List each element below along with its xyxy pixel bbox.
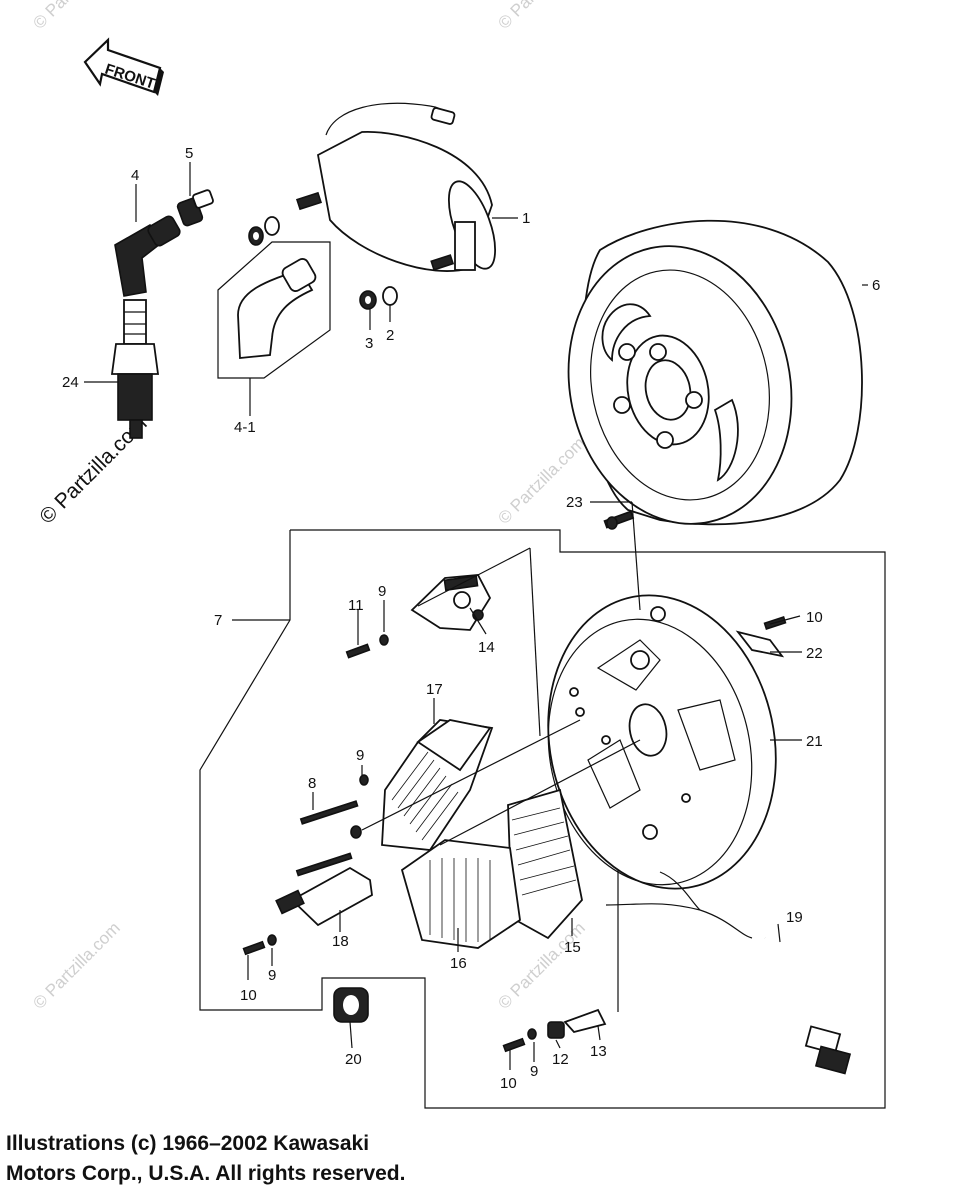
callout-17: 17: [426, 681, 443, 698]
spark-plug-cap: [114, 215, 181, 297]
leader-lines: [84, 162, 868, 1070]
callout-24: 24: [62, 374, 79, 391]
callout-9-lower-left: 9: [268, 967, 276, 984]
condenser: [275, 866, 373, 927]
callout-8: 8: [308, 775, 316, 792]
callout-5: 5: [185, 145, 193, 162]
callout-18: 18: [332, 933, 349, 950]
lighting-coil: [400, 839, 521, 949]
callout-21: 21: [806, 733, 823, 750]
callout-9-lower-right: 9: [530, 1063, 538, 1080]
copyright-line-1: Illustrations (c) 1966–2002 Kawasaki: [6, 1132, 370, 1155]
callout-15: 15: [564, 939, 581, 956]
spring-and-clamp: [547, 1008, 607, 1039]
plug-cap-boot-kit: [217, 241, 331, 379]
callout-13: 13: [590, 1043, 607, 1060]
wiring-harness: [605, 871, 852, 1075]
callout-9-upper: 9: [378, 583, 386, 600]
lead-bracket: [735, 616, 787, 658]
contact-breaker-point: [410, 574, 492, 631]
copyright-line-2: Motors Corp., U.S.A. All rights reserved…: [6, 1162, 406, 1185]
watermark-bottom-left: © Partzilla.com: [29, 918, 123, 1012]
coil-washers: [248, 216, 398, 310]
callout-19: 19: [786, 909, 803, 926]
front-direction-arrow: FRONT: [83, 37, 164, 96]
watermark-top-center: © Partzilla.com: [494, 0, 588, 33]
ignition-coil: [209, 102, 497, 272]
rotor-screw: [603, 510, 635, 530]
exciter-coil-upper: [381, 719, 494, 851]
stator-plate: [547, 594, 777, 890]
callout-7: 7: [214, 612, 222, 629]
spark-plug: [110, 299, 160, 439]
callout-20: 20: [345, 1051, 362, 1068]
callout-16: 16: [450, 955, 467, 972]
callout-1: 1: [522, 210, 530, 227]
callout-23: 23: [566, 494, 583, 511]
callout-10-bottom: 10: [500, 1075, 517, 1092]
rubber-grommet: [333, 987, 369, 1023]
stator-assembly-outline: [199, 529, 886, 1109]
callout-10-right: 10: [806, 609, 823, 626]
watermark-middle: © Partzilla.com: [494, 433, 588, 527]
callout-9-middle: 9: [356, 747, 364, 764]
coil-screws: [295, 800, 362, 877]
callout-6: 6: [872, 277, 880, 294]
watermark-top-left: © Partzilla.com: [29, 0, 123, 33]
callout-12: 12: [552, 1051, 569, 1068]
coil-connector: [176, 189, 214, 227]
callout-11: 11: [348, 597, 364, 614]
callout-10-left: 10: [240, 987, 257, 1004]
callout-2: 2: [386, 327, 394, 344]
flywheel-rotor: [567, 219, 863, 526]
callout-4: 4: [131, 167, 139, 184]
callout-4-1: 4-1: [234, 419, 256, 436]
small-screws-and-washers: [242, 634, 537, 1053]
callout-3: 3: [365, 335, 373, 352]
callout-22: 22: [806, 645, 823, 662]
callout-14: 14: [478, 639, 495, 656]
